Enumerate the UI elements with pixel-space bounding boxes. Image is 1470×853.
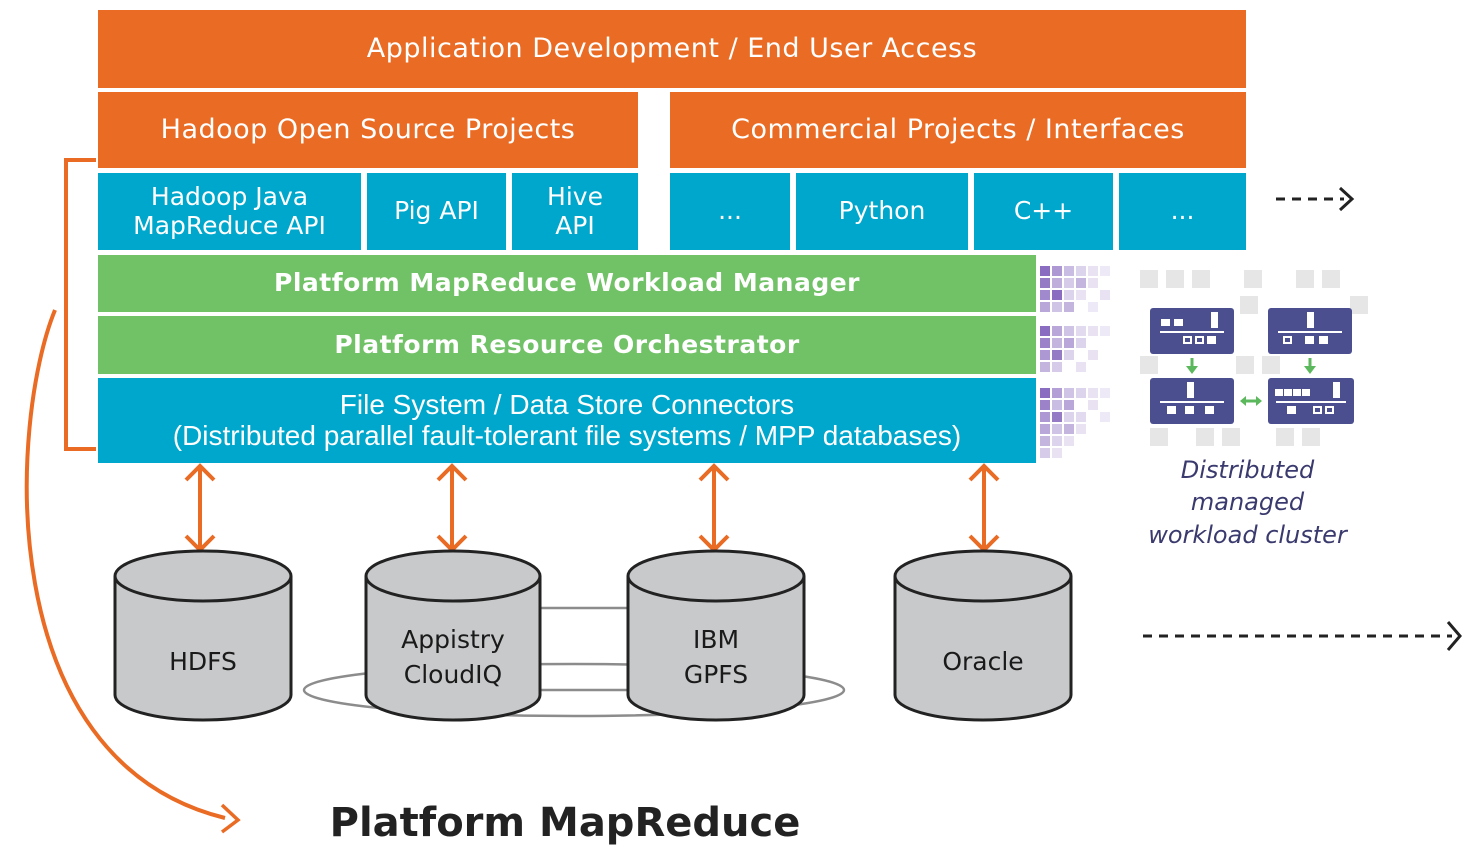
app-dev-bar: Application Development / End User Acces… (98, 10, 1246, 88)
app-dev-label: Application Development / End User Acces… (366, 33, 978, 65)
resource-orchestrator-label: Platform Resource Orchestrator (334, 329, 800, 359)
arrow-hdfs (184, 463, 216, 553)
cluster-node-4 (1268, 378, 1354, 424)
store-appistry-label: Appistry CloudIQ (401, 625, 505, 689)
resource-orchestrator-layer: Platform Resource Orchestrator (98, 316, 1036, 374)
connectors-layer: File System / Data Store Connectors (Dis… (98, 378, 1036, 463)
api-python: Python (796, 173, 968, 250)
cylinder-oracle (893, 549, 1073, 722)
workload-manager-layer: Platform MapReduce Workload Manager (98, 255, 1036, 312)
curve-arrowhead (220, 803, 241, 834)
commercial-label: Commercial Projects / Interfaces (731, 114, 1185, 146)
cylinder-ibm-gpfs (626, 549, 806, 722)
open-source-bar: Hadoop Open Source Projects (98, 92, 638, 168)
cluster-node-1 (1150, 308, 1234, 354)
store-oracle-label: Oracle (942, 647, 1024, 676)
api-cpp: C++ (974, 173, 1113, 250)
cluster-node-2 (1268, 308, 1352, 354)
arrow-ibm-gpfs (698, 463, 730, 553)
pixel-dissolve (1040, 266, 1110, 458)
api-pig-label: Pig API (394, 196, 479, 226)
bracket-curve-arrow (24, 309, 226, 820)
cylinder-appistry (364, 549, 542, 722)
store-hdfs-label: HDFS (169, 647, 237, 676)
dashed-arrow-top (1276, 186, 1355, 212)
arrow-appistry (436, 463, 468, 553)
api-hadoop-java: Hadoop Java MapReduce API (98, 173, 361, 250)
cluster-caption: Distributed managed workload cluster (1148, 456, 1347, 549)
commercial-bar: Commercial Projects / Interfaces (670, 92, 1246, 168)
api-ellipsis-1-label: ... (718, 196, 742, 226)
platform-bracket (64, 158, 96, 451)
arrow-oracle (968, 463, 1000, 553)
api-ellipsis-2-label: ... (1170, 196, 1195, 226)
open-source-label: Hadoop Open Source Projects (160, 114, 576, 146)
api-hive: Hive API (512, 173, 638, 250)
api-pig: Pig API (367, 173, 506, 250)
cluster-ring (302, 606, 846, 718)
diagram-title: Platform MapReduce (329, 800, 801, 846)
api-ellipsis-2: ... (1119, 173, 1246, 250)
cluster-node-3 (1150, 378, 1234, 424)
cluster-graphic (1140, 270, 1368, 446)
api-cpp-label: C++ (1013, 196, 1074, 226)
dashed-arrow-bottom (1143, 621, 1462, 651)
store-ibm-gpfs-label: IBM GPFS (683, 625, 749, 689)
api-hadoop-java-label: Hadoop Java MapReduce API (133, 181, 326, 240)
workload-manager-label: Platform MapReduce Workload Manager (274, 268, 860, 298)
api-python-label: Python (838, 196, 926, 226)
connectors-label: File System / Data Store Connectors (Dis… (172, 388, 962, 451)
cylinder-hdfs (113, 549, 293, 722)
api-ellipsis-1: ... (670, 173, 790, 250)
api-hive-label: Hive API (547, 181, 603, 240)
